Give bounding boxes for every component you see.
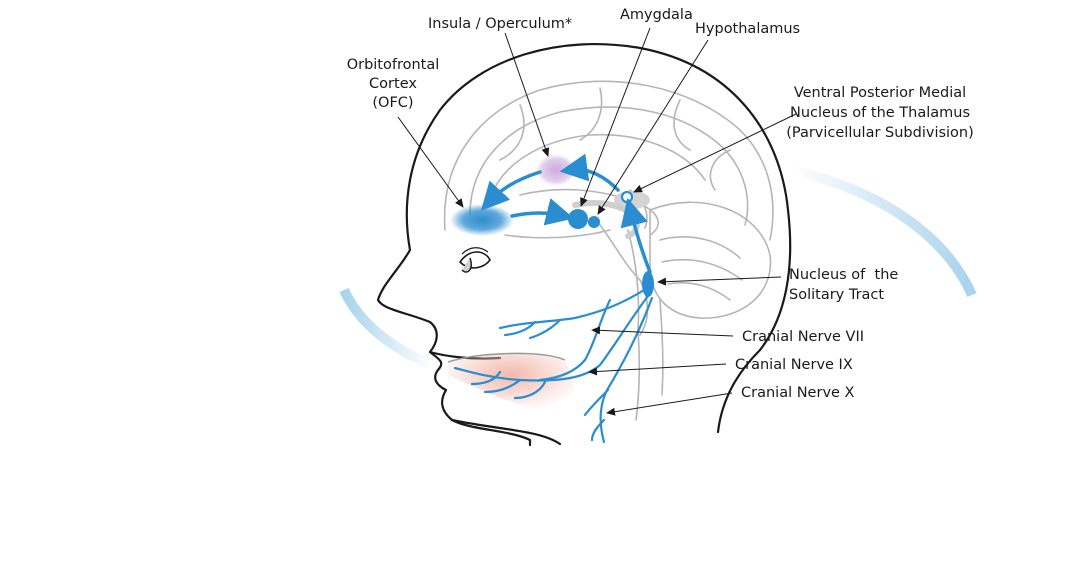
label-nts-line1: Nucleus of the [789,267,898,283]
ofc-region [450,204,514,236]
label-ofc-line3: (OFC) [372,95,413,111]
tongue-region [448,353,574,415]
cranial-nerves [453,288,654,444]
label-insula: Insula / Operculum* [428,16,572,32]
nts-region [642,271,654,297]
chin-line [450,418,562,446]
label-cranial-nerve-ix: Cranial Nerve IX [735,357,853,373]
leader-lines [397,27,797,416]
hypothalamus-region [588,216,600,228]
oral-cavity-line [447,352,566,363]
label-ofc-line2: Cortex [369,76,417,92]
vpm-thalamus-region [620,190,634,204]
gustatory-pathway [480,153,652,274]
label-cranial-nerve-x: Cranial Nerve X [741,385,855,401]
label-cranial-nerve-vii: Cranial Nerve VII [742,329,864,345]
head-outline [376,42,792,447]
halo-arc-right [788,165,977,298]
eye [458,247,491,273]
label-vpm-line2: Nucleus of the Thalamus [790,105,970,121]
label-nts-line2: Solitary Tract [789,287,884,303]
labels: Insula / Operculum* Amygdala Hypothalamu… [347,7,974,401]
label-vpm-line3: (Parvicellular Subdivision) [786,125,974,141]
label-hypothalamus: Hypothalamus [695,21,800,37]
label-vpm-line1: Ventral Posterior Medial [794,85,966,101]
label-amygdala: Amygdala [620,7,693,23]
label-ofc-line1: Orbitofrontal [347,57,440,73]
halo-arc-left [339,287,434,370]
amygdala-region [568,209,588,229]
